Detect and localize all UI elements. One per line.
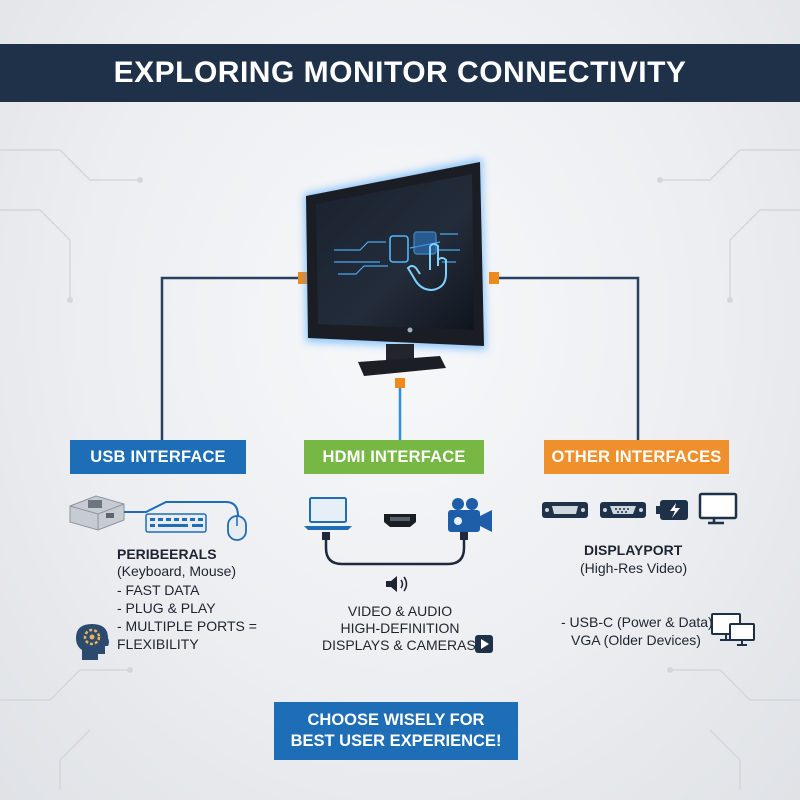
cta-banner: CHOOSE WISELY FOR BEST USER EXPERIENCE! [274, 702, 518, 760]
usb-heading: PERIBEERALS [117, 546, 217, 562]
hdmi-devices-illustration [304, 497, 492, 566]
cta-line-1: CHOOSE WISELY FOR [307, 711, 485, 729]
mouse-icon [227, 515, 247, 541]
hdmi-cable [324, 532, 466, 566]
other-point-1: - USB-C (Power & Data) [561, 614, 713, 630]
monitor-stand-neck [386, 344, 414, 360]
other-interfaces-label: OTHER INTERFACES [544, 440, 729, 474]
other-point-2: VGA (Older Devices) [571, 632, 701, 648]
usb-connector-node [298, 272, 308, 284]
hand-pointer-icon [406, 243, 447, 292]
hdmi-line-1: VIDEO & AUDIO [347, 603, 453, 619]
other-connector-line [494, 276, 640, 440]
title-banner: EXPLORING MONITOR CONNECTIVITY [0, 44, 800, 102]
cta-line-2: BEST USER EXPERIENCE! [290, 732, 502, 750]
usb-interface-label: USB INTERFACE [70, 440, 246, 474]
brain-gear-icon [76, 624, 109, 660]
usb-point-1: - FAST DATA [117, 582, 200, 598]
displayport-icon [542, 502, 588, 518]
other-ports-illustration [542, 492, 738, 525]
usb-connector-line [160, 276, 303, 440]
usb-c-power-icon [656, 500, 688, 520]
hdmi-line-2: HIGH-DEFINITION [340, 620, 460, 636]
other-heading: DISPLAYPORT [584, 542, 683, 558]
play-icon [475, 635, 493, 653]
keyboard-icon [145, 513, 207, 533]
monitor-stand-base [358, 356, 446, 376]
video-camera-icon [448, 498, 492, 532]
usb-hub-icon [69, 495, 125, 531]
usb-subtitle: (Keyboard, Mouse) [117, 563, 237, 579]
hdmi-connector-node [395, 378, 405, 388]
dual-monitor-icon [711, 613, 755, 646]
display-monitor-icon [698, 492, 738, 525]
hdmi-line-3: DISPLAYS & CAMERAS [322, 637, 476, 653]
vga-port-icon [600, 502, 646, 518]
monitor-illustration [304, 158, 486, 376]
usb-point-3: - MULTIPLE PORTS = [117, 618, 257, 634]
usb-cable [124, 501, 239, 517]
usb-devices-illustration [69, 495, 247, 541]
page-title: EXPLORING MONITOR CONNECTIVITY [113, 56, 687, 89]
speaker-icon [386, 576, 408, 592]
other-subtitle: (High-Res Video) [580, 560, 688, 576]
laptop-icon [304, 497, 352, 530]
monitor-screen [316, 174, 474, 330]
usb-point-2: - PLUG & PLAY [117, 600, 216, 616]
usb-point-4: FLEXIBILITY [117, 636, 199, 652]
hdmi-connector-icon [384, 514, 416, 527]
other-connector-node [489, 272, 499, 284]
hdmi-interface-label: HDMI INTERFACE [304, 440, 484, 474]
